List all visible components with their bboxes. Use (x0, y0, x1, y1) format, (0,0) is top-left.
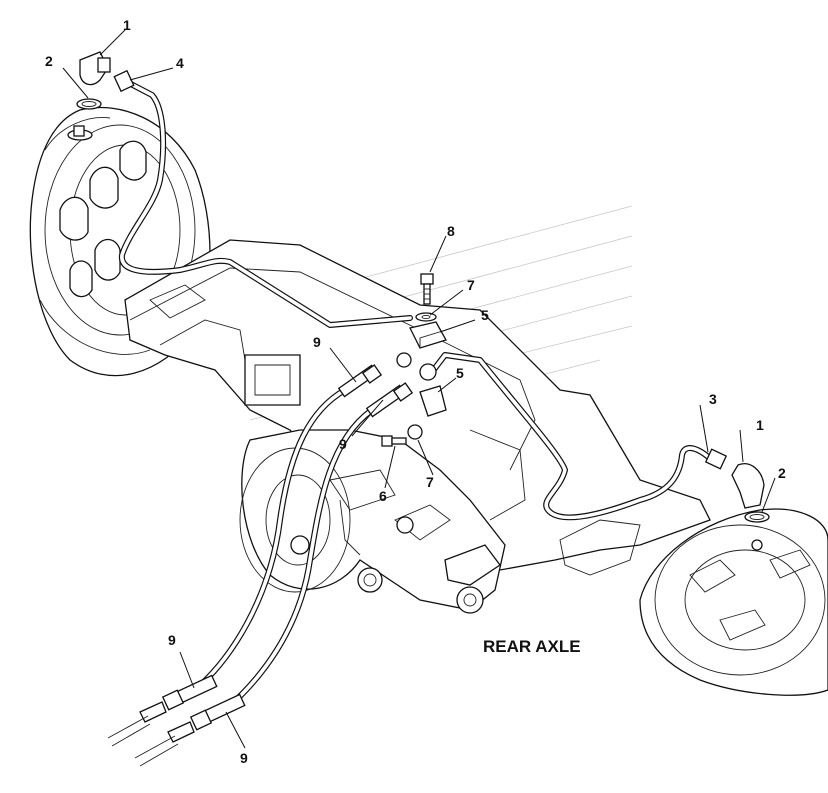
hose-fitting-lower-1 (107, 674, 218, 747)
left-seal-ring (76, 98, 102, 110)
callout-6: 6 (379, 488, 387, 504)
hose-fitting-upper-left (337, 364, 383, 398)
clamp-washer-upper (415, 312, 437, 322)
clamp-bolt (420, 273, 434, 305)
callout-1-left: 1 (123, 17, 131, 33)
callout-2-left: 2 (45, 53, 53, 69)
callout-5-lower: 5 (456, 365, 464, 381)
callout-8: 8 (447, 223, 455, 239)
right-seal-ring (744, 511, 770, 523)
callout-7-upper: 7 (467, 277, 475, 293)
callout-9-upper: 9 (313, 334, 321, 350)
callout-4: 4 (176, 55, 184, 71)
diagram-title: REAR AXLE (483, 637, 581, 656)
hose-fittings (107, 364, 414, 767)
callout-5-upper: 5 (481, 307, 489, 323)
callout-1-right: 1 (756, 417, 764, 433)
callout-9-lower-left: 9 (168, 632, 176, 648)
clamp-screw (381, 435, 407, 447)
callout-7-lower: 7 (426, 474, 434, 490)
flexible-hoses (192, 387, 375, 713)
hose-fitting-upper-right (365, 382, 414, 418)
brake-pipe-right (429, 352, 715, 521)
clamp-nuts (396, 352, 437, 440)
callout-9-lower-right: 9 (240, 750, 248, 766)
brake-pipe-left (118, 79, 413, 328)
pipe-clamp-lower (419, 385, 447, 417)
pipe-clamp-upper (409, 321, 447, 349)
hose-fitting-lower-2 (134, 693, 246, 767)
left-elbow-fitting (79, 51, 135, 93)
left-bleed-port (67, 125, 93, 141)
callout-9-middle: 9 (339, 436, 347, 452)
leader-lines (62, 29, 776, 749)
right-wheel-hub (639, 508, 828, 696)
right-elbow-fitting (704, 448, 765, 509)
callout-3: 3 (709, 391, 717, 407)
axle-housing (124, 239, 711, 576)
callout-2-right: 2 (778, 465, 786, 481)
